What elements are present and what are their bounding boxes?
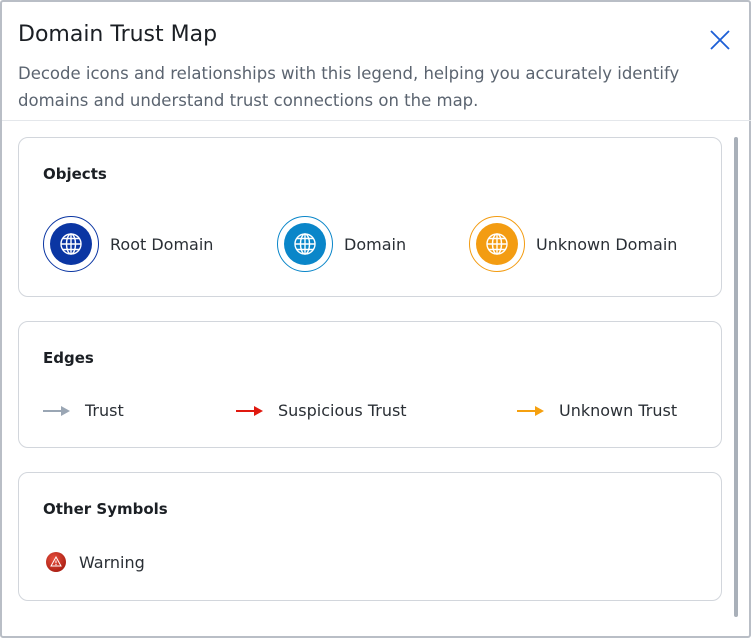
legend-suspicious-trust: Suspicious Trust [236,401,407,420]
edges-card: Edges Trust Suspicious Trust Unknown Tru… [18,321,722,448]
legend-domain: Domain [277,216,406,272]
legend-trust: Trust [43,401,124,420]
dialog-title: Domain Trust Map [18,22,218,47]
legend-root-domain: Root Domain [43,216,213,272]
objects-card: Objects Root Domain Domain Unknown Domai… [18,137,722,297]
scrollbar[interactable] [734,137,738,617]
legend-unknown-trust: Unknown Trust [517,401,677,420]
legend-label: Unknown Domain [536,234,678,254]
legend-label: Suspicious Trust [278,401,407,420]
objects-heading: Objects [43,165,107,183]
legend-label: Root Domain [110,234,214,254]
legend-label: Warning [79,552,145,572]
warning-icon [46,552,66,572]
arrow-icon [236,405,263,416]
edges-heading: Edges [43,349,94,367]
globe-icon [476,223,518,265]
arrow-icon [517,405,544,416]
legend-warning: Warning [46,552,145,572]
other-symbols-heading: Other Symbols [43,500,168,518]
close-button[interactable] [708,28,732,52]
globe-icon [284,223,326,265]
legend-unknown-domain: Unknown Domain [469,216,677,272]
legend-label: Unknown Trust [559,401,678,420]
other-symbols-card: Other Symbols Warning [18,472,722,601]
dialog-subtitle: Decode icons and relationships with this… [18,64,680,110]
arrow-icon [43,405,70,416]
legend-label: Domain [344,234,407,254]
legend-label: Trust [85,401,124,420]
globe-icon [50,223,92,265]
divider [2,120,751,121]
close-icon [710,30,730,50]
